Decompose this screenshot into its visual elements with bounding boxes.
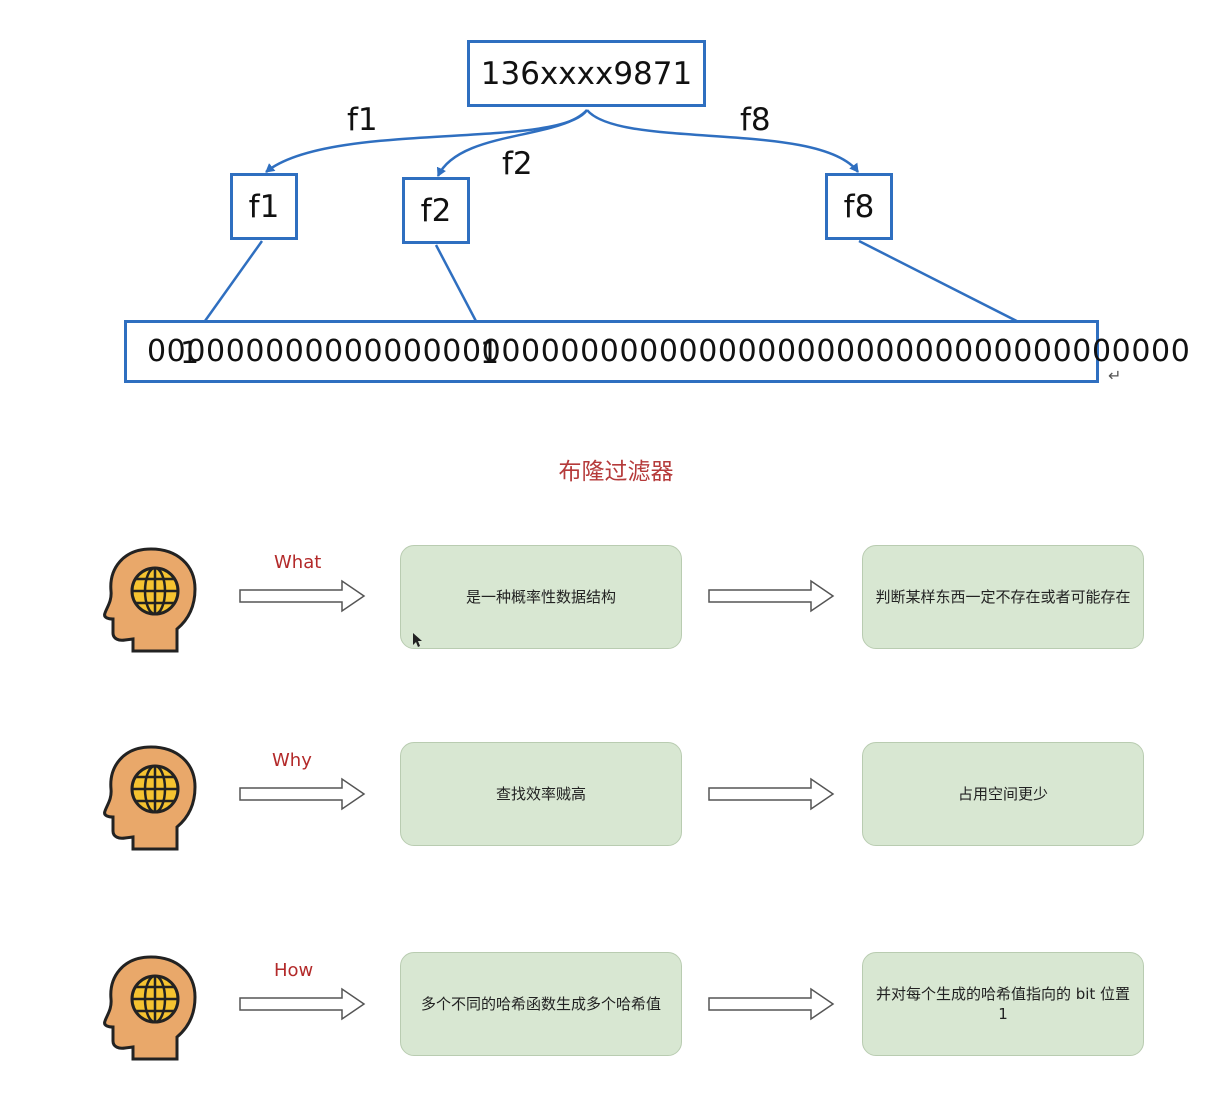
- edge-label-f1: f1: [347, 102, 378, 138]
- mouse-cursor-icon: [413, 633, 422, 647]
- bit-array-box: 0000000000000000000000000000000000000000…: [124, 320, 1190, 383]
- question-what: What: [274, 552, 322, 573]
- return-mark: ↵: [1108, 366, 1122, 385]
- card-why-benefit: 占用空间更少: [862, 742, 1144, 846]
- hash-box-f2: f2: [402, 177, 470, 244]
- connector-lines: [188, 109, 1057, 345]
- question-how: How: [274, 960, 314, 981]
- arrow-icon: [708, 777, 835, 811]
- bit-marker-2: 1: [480, 336, 500, 371]
- card-what-purpose: 判断某样东西一定不存在或者可能存在: [862, 545, 1144, 649]
- card-what-definition: 是一种概率性数据结构: [400, 545, 682, 649]
- bit-array: 0000000000000000000000000000000000000000…: [147, 334, 1191, 369]
- arrow-icon: [239, 777, 366, 811]
- question-why: Why: [272, 750, 312, 771]
- arrow-icon: [708, 579, 835, 613]
- diagram-title: 布隆过滤器: [558, 459, 674, 485]
- card-why-reason: 查找效率贼高: [400, 742, 682, 846]
- hash-box-f1: f1: [230, 173, 298, 240]
- edge-label-f2: f2: [502, 146, 533, 182]
- arrow-icon: [239, 579, 366, 613]
- arrow-icon: [239, 987, 366, 1021]
- arrow-icon: [708, 987, 835, 1021]
- edge-f2: [436, 109, 588, 177]
- edge-f8: [586, 109, 860, 173]
- input-value-box: 136xxxx9871: [467, 40, 706, 107]
- edge-label-f8: f8: [740, 102, 771, 138]
- edge-f1: [265, 109, 589, 173]
- head-globe-icon: [103, 547, 197, 653]
- bit-marker-1: 1: [180, 336, 200, 371]
- hash-box-f8: f8: [825, 173, 893, 240]
- card-how-method: 多个不同的哈希函数生成多个哈希值: [400, 952, 682, 1056]
- head-globe-icon: [103, 955, 197, 1061]
- card-how-result: 并对每个生成的哈希值指向的 bit 位置 1: [862, 952, 1144, 1056]
- head-globe-icon: [103, 745, 197, 851]
